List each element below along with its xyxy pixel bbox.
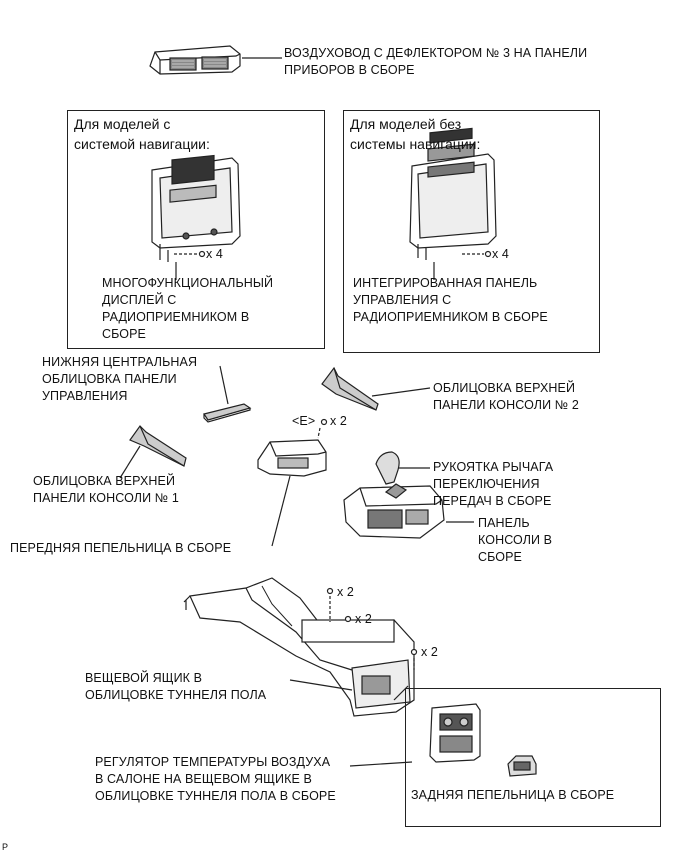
front-ashtray-label: ПЕРЕДНЯЯ ПЕПЕЛЬНИЦА В СБОРЕ	[10, 541, 232, 555]
temp-regulator-drawing	[349, 703, 481, 767]
e-tag: <E>	[292, 414, 316, 428]
nav-models-box	[67, 110, 325, 349]
rear-ashtray-drawing	[507, 755, 537, 777]
nav-fastener-count: x 4	[206, 247, 223, 261]
shift-knob-drawing	[375, 451, 430, 485]
front-ashtray-drawing	[257, 418, 328, 547]
corner-mark: P	[2, 842, 9, 852]
lower-center-trim-drawing	[203, 365, 252, 423]
upper-console-trim-2-drawing	[321, 366, 431, 411]
box-fastener-count-c: x 2	[421, 645, 438, 659]
box-fastener-count-a: x 2	[337, 585, 354, 599]
upper-console-trim-1-drawing	[119, 425, 187, 479]
nonnav-control-panel-drawing	[409, 127, 497, 280]
floor-tunnel-box-drawing	[183, 577, 418, 717]
temp-regulator-box	[405, 688, 661, 827]
nonnav-fastener-count: x 4	[492, 247, 509, 261]
rear-ashtray-label: ЗАДНЯЯ ПЕПЕЛЬНИЦА В СБОРЕ	[411, 788, 615, 802]
console-panel-drawing	[343, 483, 474, 539]
nonnav-models-box	[343, 110, 600, 353]
nav-head-unit-drawing	[151, 154, 241, 280]
front-ashtray-fastener-count: x 2	[330, 414, 347, 428]
air-duct-drawing	[149, 45, 282, 75]
box-fastener-count-b: x 2	[355, 612, 372, 626]
